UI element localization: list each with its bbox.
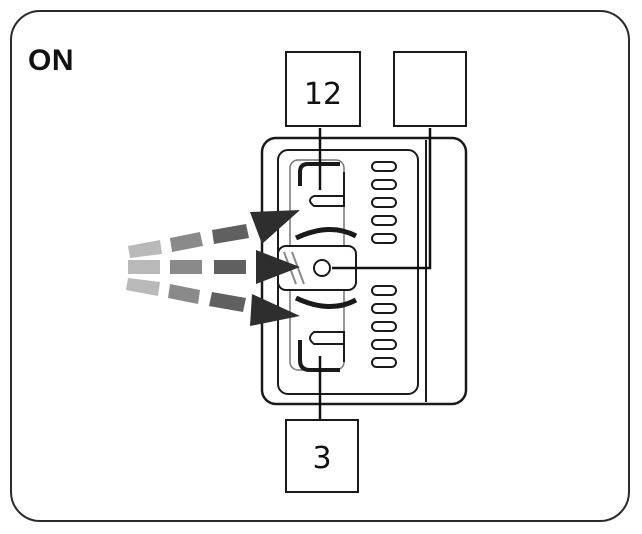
callout-label-bottom: 3 <box>312 441 331 476</box>
callout-label-top-left: 12 <box>304 77 342 112</box>
switch-state-label: ON <box>28 44 74 77</box>
upper-arrow <box>128 210 300 258</box>
callout-box-top-right <box>393 51 467 127</box>
callout-box-bottom: 3 <box>285 419 359 493</box>
leader-lines <box>318 128 432 420</box>
grip-ridges <box>371 161 397 368</box>
callout-box-top-left: 12 <box>285 51 361 127</box>
lower-arrow <box>126 278 300 326</box>
middle-arrow <box>128 250 300 284</box>
lower-terminal <box>298 331 345 372</box>
upper-terminal <box>298 162 345 207</box>
